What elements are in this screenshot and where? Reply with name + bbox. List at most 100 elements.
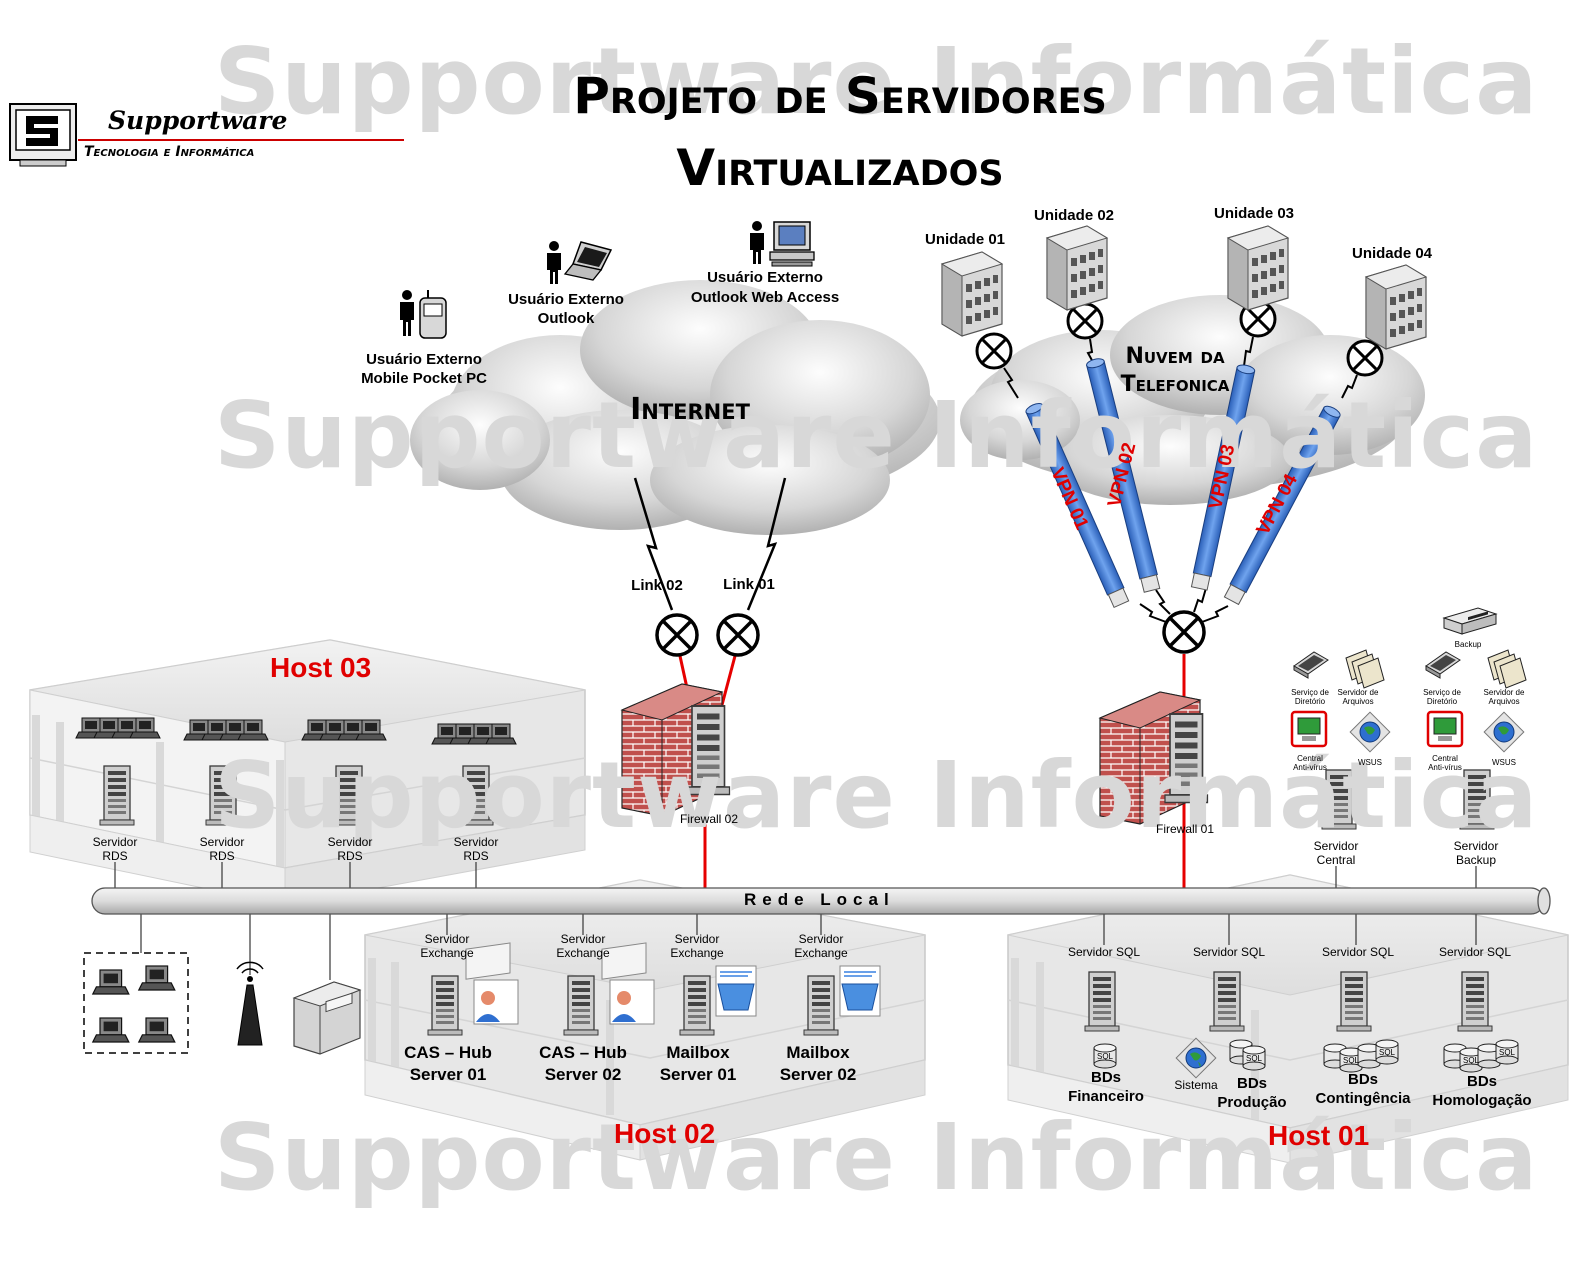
sql2-db-label-2: Produção (1217, 1094, 1287, 1111)
sql3-db-label-2: Contingência (1315, 1090, 1411, 1107)
exchange-mbx1-server-icon (679, 975, 715, 1036)
mbx1-mailbox-icon (715, 965, 757, 1017)
sql-server-2-icon (1209, 971, 1245, 1032)
directory-service-2-icon (1425, 651, 1461, 679)
cas2-mail-user-icon (601, 942, 655, 1025)
cas1-mail-user-icon (465, 942, 519, 1025)
exchange4-role-2: Exchange (794, 946, 848, 960)
wsus-1-label: WSUS (1358, 758, 1382, 767)
owa-user-label-2: Outlook Web Access (690, 289, 840, 306)
sql-badge-producao: SQL (1245, 1054, 1262, 1063)
exchange4-role-1: Servidor (798, 932, 844, 946)
rds4-label-1: Servidor (453, 835, 499, 849)
sql1-db-label-2: Financeiro (1068, 1088, 1144, 1105)
unit01-label: Unidade 01 (924, 231, 1006, 248)
rds-clients-2-icon (183, 719, 269, 741)
rds-clients-3-icon (301, 719, 387, 741)
wireless-antenna-icon (236, 961, 264, 1046)
rds-clients-1-icon (75, 717, 161, 739)
exchange3-role-2: Exchange (670, 946, 724, 960)
logo-subtitle: Tecnologia e Informática (84, 144, 255, 160)
workstations-group-icon (83, 952, 189, 1054)
mobile-user-icon (400, 290, 447, 339)
router-unit04 (1346, 339, 1384, 377)
telefonica-cloud-label-line1: Nuvem da (1125, 344, 1225, 369)
sql1-role-label: Servidor SQL (1067, 945, 1141, 959)
internet-cloud-shape (410, 280, 940, 535)
wsus-2-label: WSUS (1492, 758, 1516, 767)
internet-cloud-label: Internet (630, 392, 750, 427)
sql4-role-label: Servidor SQL (1438, 945, 1512, 959)
vpn03-tube (1190, 364, 1256, 591)
sistema-label: Sistema (1174, 1078, 1218, 1092)
rds1-label-2: RDS (102, 849, 128, 863)
sql-server-3-icon (1336, 971, 1372, 1032)
file-server-1-icon (1345, 649, 1385, 689)
exchange4-name-2: Server 02 (779, 1065, 857, 1084)
sql-badge-contingencia-1: SQL (1342, 1056, 1359, 1065)
sql3-db-label-1: BDs (1347, 1071, 1378, 1088)
rds2-label-2: RDS (209, 849, 235, 863)
host03-label: Host 03 (270, 652, 372, 683)
exchange1-name-1: CAS – Hub (404, 1043, 492, 1062)
exchange2-role-1: Servidor (560, 932, 606, 946)
watermark-bottom: Supportware Informática (214, 1104, 1539, 1211)
backup-server-label-2: Backup (1455, 853, 1497, 867)
backup-server-label-1: Servidor (1453, 839, 1499, 853)
watermark-middle-lower: Supportware Informática (214, 742, 1539, 849)
directory-2-label-2: Diretório (1426, 697, 1458, 706)
sql2-role-label: Servidor SQL (1192, 945, 1266, 959)
watermark-top: Supportware Informática (214, 28, 1539, 135)
rds2-label-1: Servidor (199, 835, 245, 849)
mobile-user-label-1: Usuário Externo (366, 351, 482, 368)
page-title-line2: Virtualizados (676, 139, 1004, 197)
building-unit02-icon (1046, 225, 1108, 311)
rds3-label-2: RDS (337, 849, 363, 863)
sql-badge-homologacao-2: SQL (1498, 1048, 1515, 1057)
outlook-user-label-1: Usuário Externo (508, 291, 624, 308)
unit04-label: Unidade 04 (1351, 245, 1433, 262)
host01-label: Host 01 (1268, 1120, 1370, 1151)
sistema-globe-icon (1175, 1037, 1217, 1079)
wsus-1-icon (1349, 711, 1391, 753)
antivirus-2-label-2: Anti-vírus (1428, 763, 1462, 772)
central-server-label-1: Servidor (1313, 839, 1359, 853)
central-server-label-2: Central (1316, 853, 1356, 867)
internet-links (633, 477, 787, 611)
exchange-cas1-server-icon (427, 975, 463, 1036)
sql3-role-label: Servidor SQL (1321, 945, 1395, 959)
exchange4-name-1: Mailbox (786, 1043, 850, 1062)
directory-1-label-2: Diretório (1294, 697, 1326, 706)
router-link02 (655, 613, 699, 657)
exchange2-name-2: Server 02 (544, 1065, 622, 1084)
firewall01-label: Firewall 01 (1155, 822, 1215, 836)
files-2-label-1: Servidor de (1483, 688, 1525, 697)
antivirus-1-icon (1290, 710, 1328, 748)
antivirus-2-icon (1426, 710, 1464, 748)
antivirus-1-label-2: Anti-vírus (1293, 763, 1327, 772)
desktop-user-icon (750, 221, 815, 267)
link01-label: Link 01 (723, 576, 775, 593)
sql-server-4-icon (1457, 971, 1493, 1032)
directory-service-1-icon (1293, 651, 1329, 679)
exchange3-role-1: Servidor (674, 932, 720, 946)
sql-badge-contingencia-2: SQL (1378, 1048, 1395, 1057)
sql-badge-financeiro: SQL (1096, 1052, 1113, 1061)
exchange1-role-1: Servidor (424, 932, 470, 946)
building-unit01-icon (941, 251, 1003, 337)
host02-label: Host 02 (614, 1118, 716, 1149)
mbx2-mailbox-icon (839, 965, 881, 1017)
building-unit03-icon (1227, 225, 1289, 311)
building-unit04-icon (1365, 264, 1427, 350)
antivirus-2-label-1: Central (1432, 754, 1458, 763)
sql-badge-homologacao-1: SQL (1462, 1056, 1479, 1065)
vpn-short-links (1003, 336, 1358, 623)
rds-server-1-icon (99, 765, 135, 826)
rds3-label-1: Servidor (327, 835, 373, 849)
sql4-db-label-2: Homologação (1432, 1092, 1532, 1109)
backup-device-icon (1442, 607, 1498, 635)
firewall02-label: Firewall 02 (679, 812, 739, 826)
router-central-vpn (1162, 610, 1206, 654)
laptop-user-icon (547, 241, 613, 284)
